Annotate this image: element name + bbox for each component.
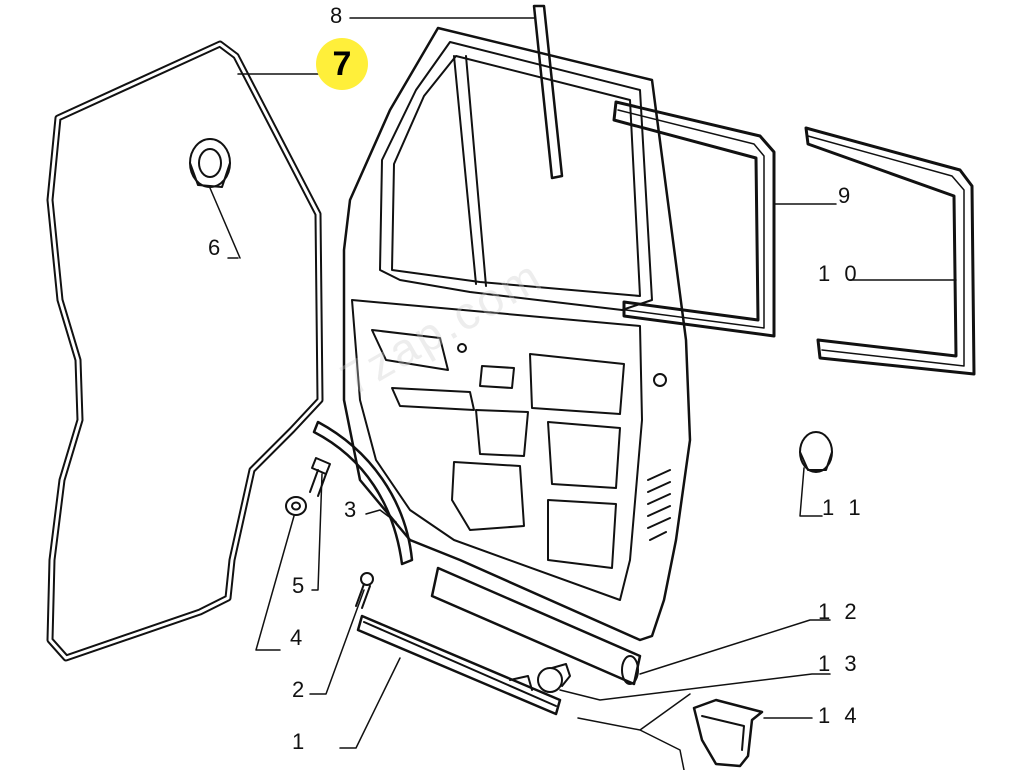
- washer-part-4: [285, 496, 307, 516]
- callout-5[interactable]: 5: [292, 573, 309, 598]
- glass-channel-part-8: [532, 4, 564, 180]
- bolt-part-2: [355, 572, 374, 609]
- leader-lines: [209, 17, 957, 770]
- callout-4[interactable]: 4: [290, 625, 307, 650]
- callout-3[interactable]: 3: [344, 497, 361, 522]
- callout-12[interactable]: 1 2: [818, 599, 861, 624]
- callout-8[interactable]: 8: [330, 3, 347, 28]
- callout-9[interactable]: 9: [838, 183, 855, 208]
- callout-7-highlighted[interactable]: 7: [316, 38, 368, 90]
- window-seal-part-10: [804, 126, 976, 376]
- callout-6[interactable]: 6: [208, 235, 225, 260]
- window-seal-part-9: [612, 100, 776, 338]
- screw-part-5: [309, 457, 331, 497]
- lower-sill-part-12: [430, 566, 642, 686]
- plug-part-11: [799, 431, 833, 473]
- sill-bracket-part-1: [356, 614, 562, 716]
- grommet-part-6: [189, 138, 231, 188]
- clip-part-13: [537, 663, 571, 693]
- trim-strip-part-3: [312, 420, 414, 566]
- callout-11[interactable]: 1 1: [822, 495, 865, 520]
- callout-13[interactable]: 1 3: [818, 651, 861, 676]
- callout-1[interactable]: 1: [292, 729, 309, 754]
- callout-14[interactable]: 1 4: [818, 703, 861, 728]
- holder-part-14: [692, 698, 764, 768]
- door-shell: [342, 26, 692, 642]
- callout-10[interactable]: 1 0: [818, 261, 861, 286]
- door-seal-part-7: [46, 40, 324, 662]
- callout-2[interactable]: 2: [292, 677, 309, 702]
